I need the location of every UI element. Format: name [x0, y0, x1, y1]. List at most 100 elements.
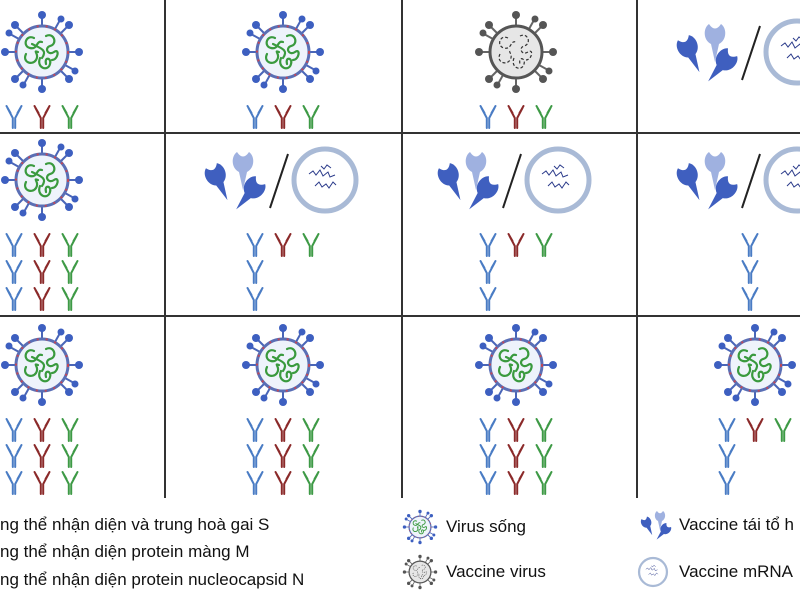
antibody-s-icon — [5, 418, 23, 442]
antibody-s-icon — [246, 105, 264, 129]
antibody-s-icon — [246, 471, 264, 495]
legend-mrna: Vaccine mRNA — [679, 562, 793, 581]
grid-cell — [0, 137, 85, 311]
grid-cell — [473, 322, 559, 495]
antibody-s-icon — [741, 287, 759, 311]
antibody-s-icon — [479, 418, 497, 442]
antibody-m-icon — [507, 444, 525, 468]
antibody-m-icon — [33, 105, 51, 129]
grid-cell — [712, 322, 798, 495]
antibody-m-icon — [274, 471, 292, 495]
grid-cell — [0, 9, 85, 129]
antibody-s-icon — [5, 233, 23, 257]
antibody-n-icon — [61, 287, 79, 311]
antibody-m-icon — [507, 418, 525, 442]
grid-cell — [240, 9, 326, 129]
antibody-n-icon — [774, 418, 792, 442]
grid-cell — [674, 149, 800, 311]
antibody-n-icon — [535, 444, 553, 468]
antibody-s-icon — [5, 260, 23, 284]
grid-cell — [435, 149, 589, 311]
recombinant-vaccine-icon — [674, 152, 740, 216]
live-virus-icon — [240, 9, 326, 95]
antibody-s-icon — [5, 471, 23, 495]
legend-recombinant: Vaccine tái tổ h — [679, 515, 794, 534]
grid-cell — [0, 322, 85, 495]
antibody-s-icon — [718, 418, 736, 442]
antibody-s-icon — [5, 105, 23, 129]
grid-cell — [674, 21, 800, 88]
live-virus-icon — [0, 9, 85, 95]
antibody-m-icon — [507, 105, 525, 129]
antibody-s-icon — [246, 418, 264, 442]
mrna-vaccine-icon — [527, 149, 589, 211]
antibody-s-icon — [741, 260, 759, 284]
antibody-m-icon — [746, 418, 764, 442]
antibody-s-icon — [246, 444, 264, 468]
live-virus-icon — [402, 509, 438, 545]
vaccine-virus-icon — [473, 9, 559, 95]
antibody-m-icon — [33, 471, 51, 495]
antibody-m-icon — [33, 444, 51, 468]
antibody-m-icon — [507, 233, 525, 257]
antibody-m-icon — [274, 105, 292, 129]
antibody-s-icon — [246, 260, 264, 284]
antibody-s-icon — [479, 260, 497, 284]
antibody-m-icon — [33, 260, 51, 284]
antibody-m-icon — [274, 418, 292, 442]
antibody-s-icon — [741, 233, 759, 257]
legend-antibody-m: ng thể nhận diện protein màng M — [0, 542, 250, 561]
antibody-s-icon — [479, 287, 497, 311]
antibody-m-icon — [274, 444, 292, 468]
antibody-n-icon — [302, 233, 320, 257]
live-virus-icon — [240, 322, 326, 408]
slash-separator — [741, 25, 761, 81]
antibody-m-icon — [507, 471, 525, 495]
recombinant-vaccine-icon — [640, 511, 673, 543]
antibody-n-icon — [535, 233, 553, 257]
recombinant-vaccine-icon — [674, 24, 740, 88]
antibody-m-icon — [33, 418, 51, 442]
antibody-n-icon — [61, 444, 79, 468]
legend-vaccine-virus: Vaccine virus — [446, 562, 546, 581]
antibody-n-icon — [61, 233, 79, 257]
grid-cell — [473, 9, 559, 129]
mrna-vaccine-icon — [766, 149, 800, 211]
antibody-m-icon — [274, 233, 292, 257]
antibody-n-icon — [535, 471, 553, 495]
live-virus-icon — [0, 322, 85, 408]
antibody-s-icon — [479, 233, 497, 257]
antibody-s-icon — [479, 444, 497, 468]
antibody-n-icon — [535, 105, 553, 129]
antibody-n-icon — [302, 471, 320, 495]
live-virus-icon — [473, 322, 559, 408]
antibody-n-icon — [302, 418, 320, 442]
antibody-s-icon — [718, 444, 736, 468]
grid-lines — [0, 0, 800, 498]
mrna-vaccine-icon — [766, 21, 800, 83]
grid-cell — [240, 322, 326, 495]
grid-cells — [0, 9, 800, 495]
antibody-n-icon — [302, 444, 320, 468]
grid-cell — [202, 149, 356, 311]
antibody-s-icon — [718, 471, 736, 495]
mrna-vaccine-icon — [294, 149, 356, 211]
antibody-s-icon — [5, 287, 23, 311]
slash-separator — [741, 153, 761, 209]
antibody-s-icon — [5, 444, 23, 468]
antibody-s-icon — [479, 471, 497, 495]
antibody-s-icon — [246, 287, 264, 311]
legend-antibody-n: ng thể nhận diện protein nucleocapsid N — [0, 570, 305, 589]
antibody-n-icon — [302, 105, 320, 129]
legend-antibody-s: ng thể nhận diện và trung hoà gai S — [0, 515, 270, 534]
live-virus-icon — [712, 322, 798, 408]
antibody-n-icon — [535, 418, 553, 442]
antibody-s-icon — [479, 105, 497, 129]
antibody-m-icon — [33, 233, 51, 257]
antibody-n-icon — [61, 471, 79, 495]
antibody-n-icon — [61, 418, 79, 442]
antibody-n-icon — [61, 105, 79, 129]
mrna-vaccine-icon — [637, 556, 669, 588]
antibody-m-icon — [33, 287, 51, 311]
